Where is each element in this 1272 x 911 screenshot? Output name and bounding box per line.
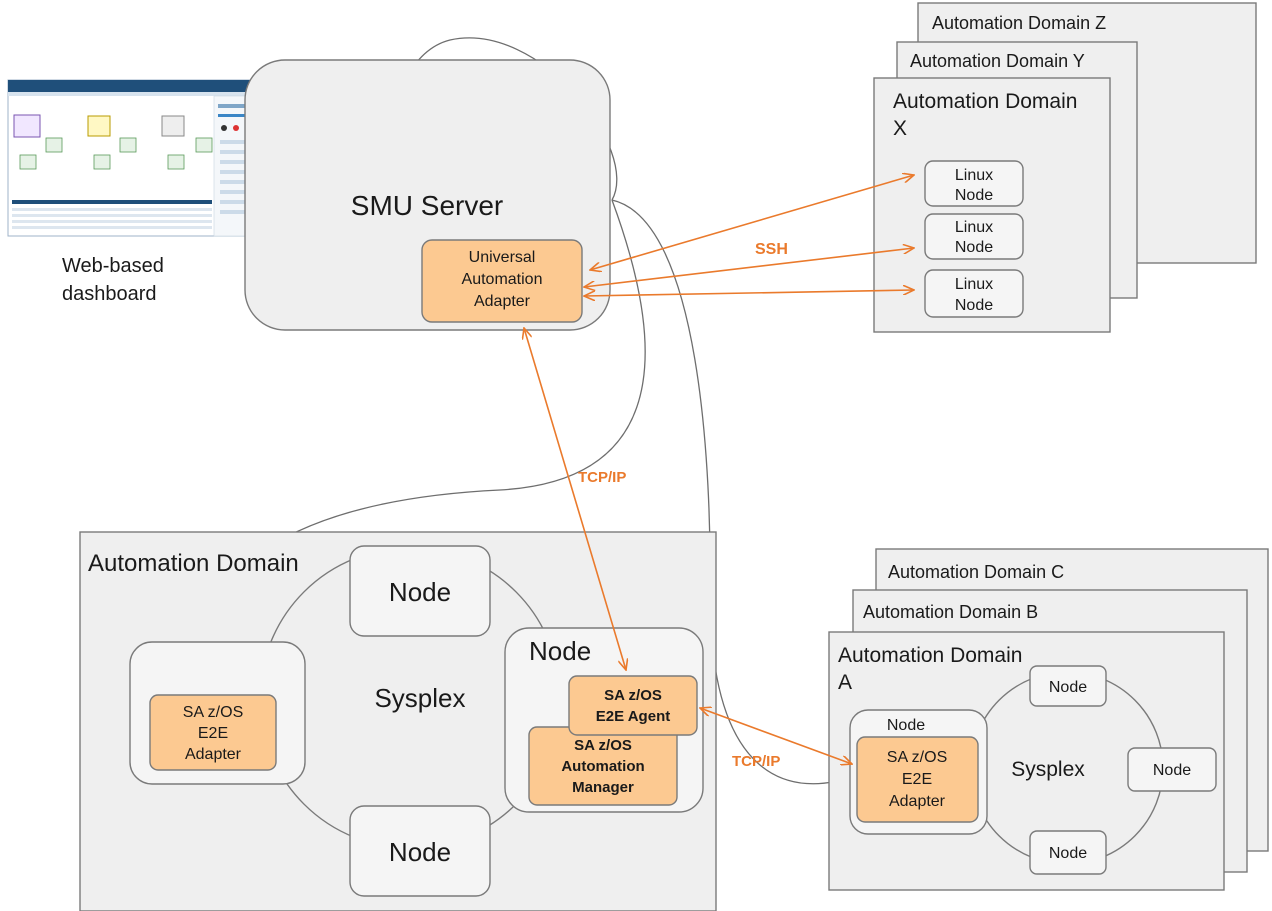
domain-a-adapter-label-3: Adapter: [889, 793, 946, 810]
smu-server-title: SMU Server: [351, 190, 503, 221]
automation-domain-z-title: Automation Domain Z: [932, 13, 1106, 33]
sysplex-node-bottom-label: Node: [389, 837, 451, 867]
automation-domain-b-title: Automation Domain B: [863, 602, 1038, 622]
sa-zos-e2e-adapter: [149, 694, 277, 771]
e2e-adapter-label-1: SA z/OS: [183, 704, 243, 721]
automation-domain-a-title-2: A: [838, 671, 852, 694]
linux-node-2-label-2: Node: [955, 239, 993, 256]
domain-a-node-top: [1029, 665, 1107, 707]
ssh-arrow-1: [590, 175, 914, 270]
sysplex-a-label: Sysplex: [1011, 758, 1085, 781]
linux-node-2-label-1: Linux: [955, 219, 993, 236]
domain-a-node-bottom: [1029, 830, 1107, 875]
sysplex-node-top-label: Node: [389, 577, 451, 607]
universal-automation-adapter: [421, 239, 583, 323]
linux-node-1-label-1: Linux: [955, 167, 993, 184]
domain-a-node-top-label: Node: [1049, 679, 1087, 696]
sa-zos-e2e-agent: [568, 675, 698, 736]
automation-domain-x-title-2: X: [893, 117, 907, 140]
e2e-agent-label-1: SA z/OS: [604, 687, 662, 704]
automation-domain-y-title: Automation Domain Y: [910, 51, 1085, 71]
tcpip-arrow-smu-agent: [524, 328, 626, 670]
domain-a-e2e-adapter: [856, 736, 979, 823]
domain-a-node-bottom-label: Node: [1049, 845, 1087, 862]
dashboard-thumbnail: [7, 79, 280, 237]
universal-adapter-label-2: Automation: [462, 271, 543, 288]
sysplex-label: Sysplex: [374, 683, 465, 713]
automation-domain-a-title-1: Automation Domain: [838, 644, 1022, 667]
automation-domain-title: Automation Domain: [88, 550, 299, 577]
automation-domain-c-title: Automation Domain C: [888, 562, 1064, 582]
ssh-label: SSH: [755, 241, 788, 258]
linux-node-3-label-2: Node: [955, 297, 993, 314]
linux-node-1: [924, 160, 1024, 207]
sysplex-node-bottom: [349, 805, 491, 897]
automation-manager-label-3: Manager: [572, 779, 634, 796]
domain-a-adapter-label-1: SA z/OS: [887, 749, 947, 766]
e2e-agent-label-2: E2E Agent: [596, 708, 670, 725]
automation-manager-label-2: Automation: [561, 758, 644, 775]
domain-a-adapter-label-2: E2E: [902, 771, 932, 788]
e2e-adapter-label-2: E2E: [198, 725, 228, 742]
domain-a-node-left-label: Node: [887, 717, 925, 734]
ssh-arrow-3: [584, 290, 914, 296]
domain-a-node-right-label: Node: [1153, 762, 1191, 779]
domain-a-node-right: [1127, 747, 1217, 792]
e2e-adapter-label-3: Adapter: [185, 746, 242, 763]
linux-node-1-label-2: Node: [955, 187, 993, 204]
linux-node-3-label-1: Linux: [955, 276, 993, 293]
ssh-arrow-2: [584, 248, 914, 287]
sysplex-node-right-label: Node: [529, 636, 591, 666]
dashboard-caption-line2: dashboard: [62, 283, 157, 305]
linux-node-3: [924, 269, 1024, 318]
tcpip-label-1: TCP/IP: [578, 469, 626, 486]
automation-domain-x-title-1: Automation Domain: [893, 90, 1077, 113]
automation-manager-label-1: SA z/OS: [574, 737, 632, 754]
universal-adapter-label-1: Universal: [469, 249, 536, 266]
dashboard-caption-line1: Web-based: [62, 255, 164, 277]
universal-adapter-label-3: Adapter: [474, 293, 531, 310]
tcpip-arrow-agent-domain-a: [700, 708, 852, 764]
tcpip-label-2: TCP/IP: [732, 753, 780, 770]
sysplex-node-top: [349, 545, 491, 637]
linux-node-2: [924, 213, 1024, 260]
